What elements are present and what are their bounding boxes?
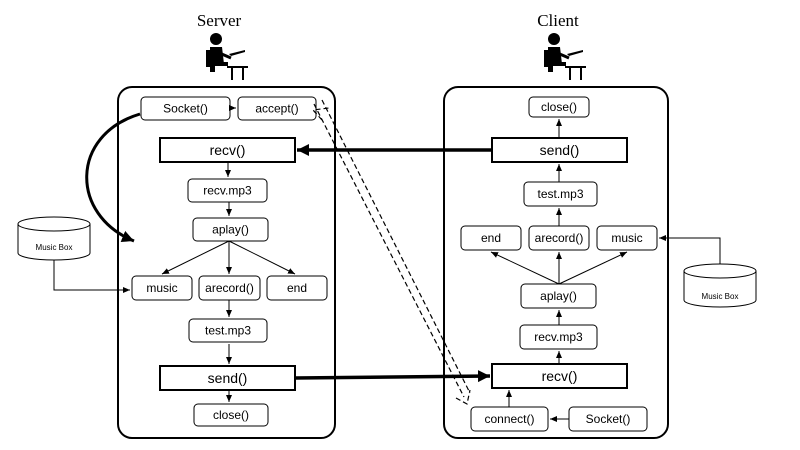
svg-text:accept(): accept() xyxy=(255,102,298,116)
client-music-node: music xyxy=(596,225,658,251)
connect-accept-dashed-link xyxy=(311,99,471,405)
svg-text:arecord(): arecord() xyxy=(535,231,584,245)
svg-text:test.mp3: test.mp3 xyxy=(205,324,251,338)
server-send-to-client-recv-arrow xyxy=(294,370,491,383)
client-recv-node: recv() xyxy=(491,363,628,389)
server-socket-node: Socket() xyxy=(140,96,231,121)
svg-text:end: end xyxy=(481,231,501,245)
server-loop-arrow xyxy=(85,112,141,243)
svg-text:recv(): recv() xyxy=(210,142,246,158)
svg-text:aplay(): aplay() xyxy=(212,223,249,237)
client-arecord-node: arecord() xyxy=(528,225,590,251)
client-music-box-label: Music Box xyxy=(702,292,739,301)
svg-text:close(): close() xyxy=(541,100,577,114)
client-flow-arrows xyxy=(490,119,721,422)
server-arecord-node: arecord() xyxy=(198,275,261,301)
svg-text:close(): close() xyxy=(213,408,249,422)
svg-text:music: music xyxy=(146,281,177,295)
server-send-node: send() xyxy=(159,365,296,391)
svg-text:test.mp3: test.mp3 xyxy=(537,187,583,201)
svg-text:recv(): recv() xyxy=(542,368,578,384)
svg-text:music: music xyxy=(611,231,642,245)
client-title: Client xyxy=(537,11,579,30)
server-flow-arrows xyxy=(53,105,296,402)
svg-text:connect(): connect() xyxy=(484,412,534,426)
client-connect-node: connect() xyxy=(470,406,549,432)
server-end-node: end xyxy=(266,275,328,301)
client-send-node: send() xyxy=(491,137,628,163)
svg-text:send(): send() xyxy=(540,142,580,158)
server-music-box-label: Music Box xyxy=(36,243,73,252)
svg-text:end: end xyxy=(287,281,307,295)
svg-text:aplay(): aplay() xyxy=(540,289,577,303)
svg-text:recv.mp3: recv.mp3 xyxy=(203,184,252,198)
server-music-node: music xyxy=(131,275,193,301)
svg-text:arecord(): arecord() xyxy=(205,281,254,295)
svg-text:Socket(): Socket() xyxy=(163,102,208,116)
client-music-box-icon: Music Box xyxy=(683,263,757,308)
server-container xyxy=(117,86,336,439)
server-accept-node: accept() xyxy=(237,96,317,121)
client-test-mp3-node: test.mp3 xyxy=(523,181,598,207)
server-music-box-icon: Music Box xyxy=(17,216,91,261)
client-container xyxy=(443,86,669,439)
svg-text:Socket(): Socket() xyxy=(586,412,631,426)
server-recv-node: recv() xyxy=(159,137,296,163)
server-recv-mp3-node: recv.mp3 xyxy=(187,178,268,203)
client-close-node: close() xyxy=(528,96,590,118)
svg-text:send(): send() xyxy=(208,370,248,386)
server-test-mp3-node: test.mp3 xyxy=(188,318,268,343)
svg-text:recv.mp3: recv.mp3 xyxy=(534,330,583,344)
client-recv-mp3-node: recv.mp3 xyxy=(519,324,598,350)
server-user-icon xyxy=(206,33,248,80)
client-user-icon xyxy=(544,33,586,80)
server-title: Server xyxy=(197,11,242,30)
client-socket-node: Socket() xyxy=(568,406,648,432)
client-aplay-node: aplay() xyxy=(520,283,597,309)
server-close-node: close() xyxy=(193,403,269,427)
client-end-node: end xyxy=(460,225,522,251)
server-aplay-node: aplay() xyxy=(192,217,269,242)
